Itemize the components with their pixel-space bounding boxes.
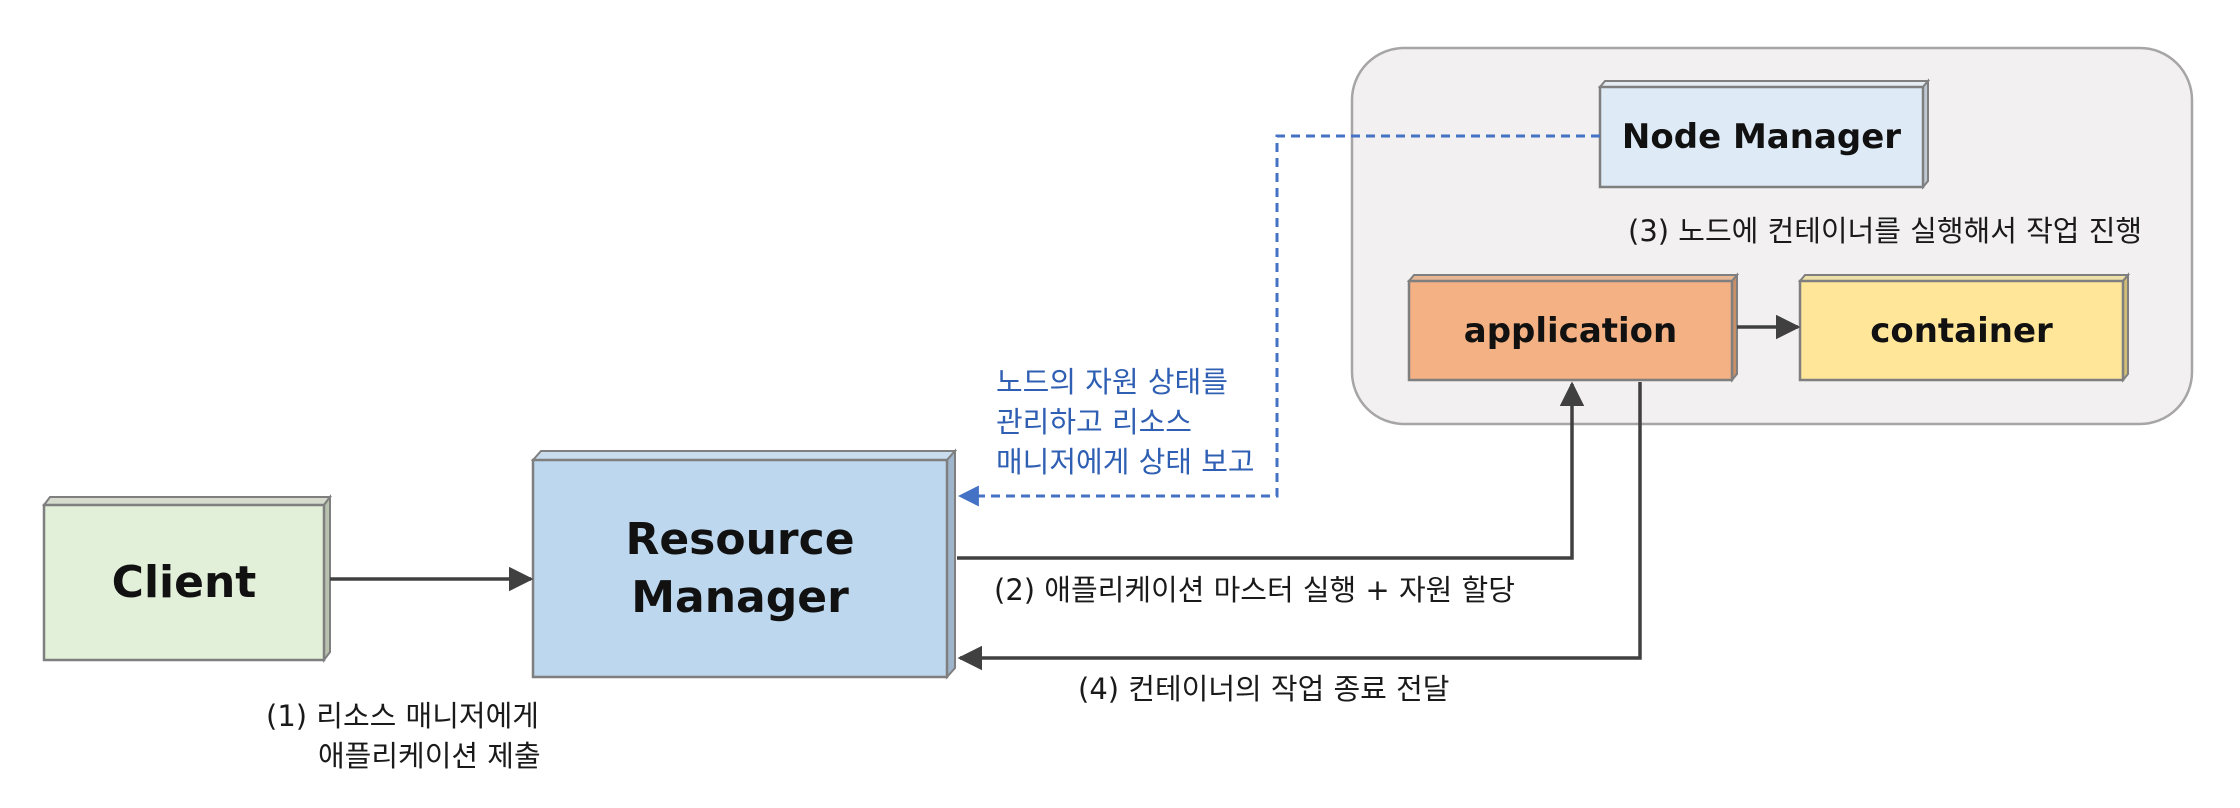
arrow-node-manager-report xyxy=(957,134,1600,507)
client-label: Client xyxy=(111,557,257,608)
container-box xyxy=(1797,272,2131,383)
container-label: container xyxy=(1870,310,2053,351)
application-box xyxy=(1406,272,1740,383)
arrow-rm-to-application xyxy=(957,381,1585,560)
node-report-annotation: 노드의 자원 상태를 관리하고 리소스 매니저에게 상태 보고 xyxy=(996,362,1255,482)
node-report-line1: 노드의 자원 상태를 xyxy=(996,365,1228,399)
step1-line1: (1) 리소스 매니저에게 xyxy=(266,699,539,733)
resource-manager-label: Resource Manager xyxy=(625,513,855,623)
node-report-line2: 관리하고 리소스 xyxy=(996,405,1192,439)
step1-annotation: (1) 리소스 매니저에게 애플리케이션 제출 xyxy=(266,696,541,776)
node-report-line3: 매니저에게 상태 보고 xyxy=(996,445,1255,479)
step3-annotation: (3) 노드에 컨테이너를 실행해서 작업 진행 xyxy=(1628,214,2143,248)
application-label: application xyxy=(1463,310,1678,351)
node-manager-label: Node Manager xyxy=(1621,117,1902,157)
step1-line2: 애플리케이션 제출 xyxy=(318,739,541,773)
arrow-application-to-rm xyxy=(957,382,1642,671)
resource-manager-box xyxy=(530,448,958,680)
node-manager-box xyxy=(1597,78,1931,190)
client-box xyxy=(42,494,332,663)
step4-annotation: (4) 컨테이너의 작업 종료 전달 xyxy=(1078,672,1450,706)
step2-annotation: (2) 애플리케이션 마스터 실행 + 자원 할당 xyxy=(994,573,1515,607)
